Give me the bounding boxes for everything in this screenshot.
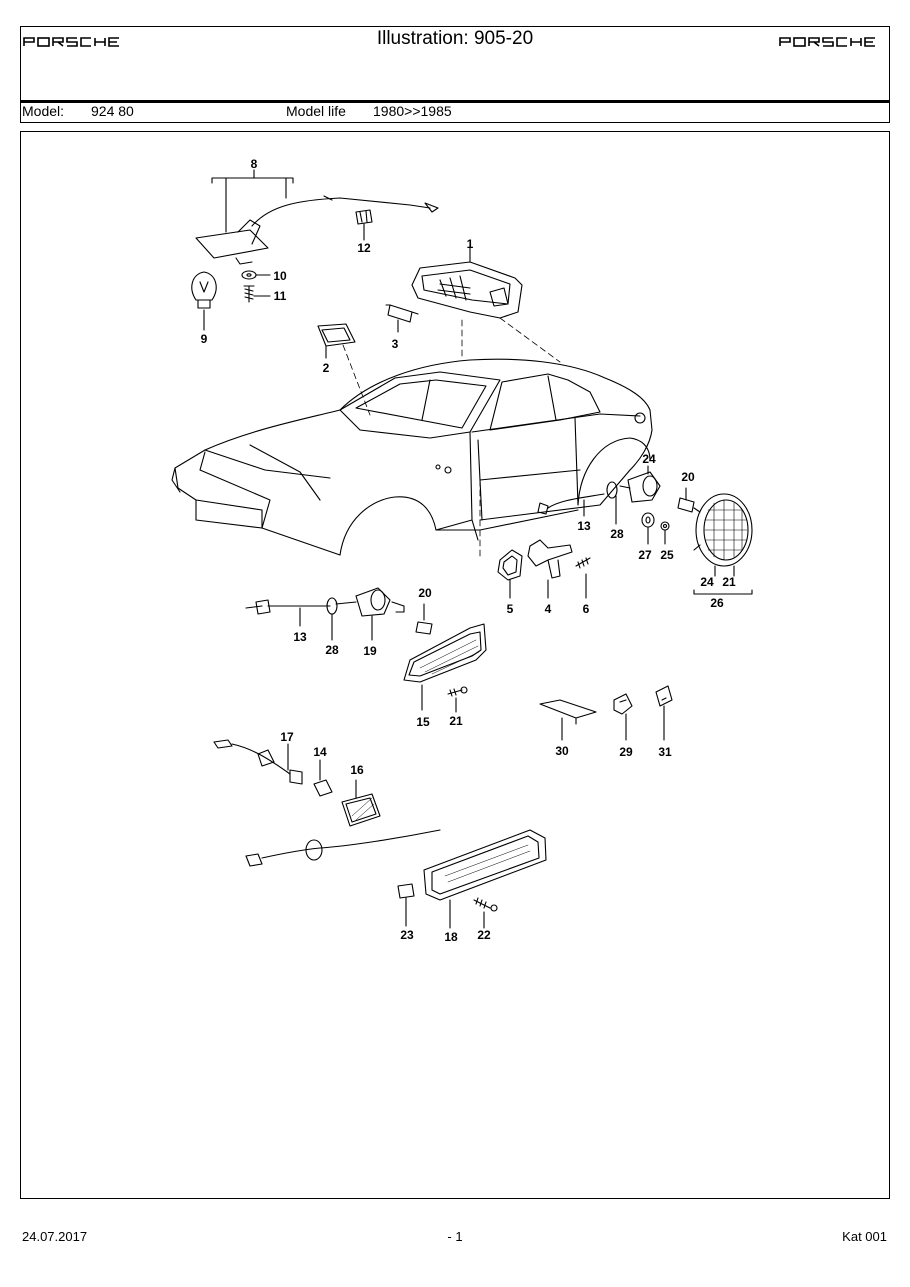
callout-26: 26 (710, 596, 724, 610)
callout-24-socket: 24 (642, 452, 656, 466)
part-1-lamp-housing (411, 244, 523, 319)
part-2-lens (317, 323, 356, 359)
model-life-value: 1980>>1985 (373, 103, 452, 119)
model-value: 924 80 (91, 103, 134, 119)
part-20-bulb-right (677, 487, 695, 513)
part-28-grommet-left (326, 597, 338, 641)
part-29-clip (613, 693, 633, 741)
callout-19: 19 (363, 644, 377, 658)
illustration-title: Illustration: 905-20 (376, 28, 534, 49)
callout-6: 6 (583, 602, 590, 616)
callout-23: 23 (400, 928, 414, 942)
part-5-gasket (497, 549, 523, 599)
part-25-nut (660, 521, 670, 545)
callout-11: 11 (274, 289, 287, 303)
callout-28-left: 28 (325, 643, 339, 657)
part-13-wire-left (245, 599, 331, 627)
callout-20-right: 20 (681, 470, 695, 484)
callout-17: 17 (280, 730, 294, 744)
part-17-wire (213, 739, 303, 785)
callout-16: 16 (350, 763, 364, 777)
model-label: Model: (22, 103, 65, 119)
part-22-screw (473, 897, 498, 929)
footer-date: 24.07.2017 (22, 1229, 88, 1244)
part-3-bulb (385, 304, 419, 333)
header-rule (20, 100, 890, 103)
part-23-nut (397, 883, 415, 927)
footer-page-number: - 1 (447, 1229, 463, 1244)
porsche-logo-left (23, 37, 119, 47)
porsche-logo-right (779, 37, 875, 47)
callout-30: 30 (555, 744, 569, 758)
callout-25: 25 (660, 548, 674, 562)
part-30-strip (539, 699, 597, 741)
part-20-bulb-left (415, 603, 433, 635)
callout-27: 27 (638, 548, 652, 562)
part-15-side-marker (403, 623, 487, 711)
car-body-drawing (171, 358, 653, 556)
callout-9: 9 (201, 332, 208, 346)
header-frame (20, 26, 890, 123)
part-8-license-light (195, 169, 439, 265)
callout-15: 15 (416, 715, 430, 729)
part-26-side-reflector (693, 493, 753, 595)
part-24-socket (619, 465, 661, 503)
part-6-screw (575, 557, 591, 599)
callout-13-left: 13 (293, 630, 307, 644)
part-13-wire-right (537, 493, 605, 517)
part-11-screw (243, 285, 271, 303)
callout-2: 2 (323, 361, 330, 375)
callout-21-reflector: 21 (722, 575, 736, 589)
callout-8: 8 (251, 157, 258, 171)
callout-24-reflector: 24 (700, 575, 714, 589)
model-life-label: Model life (286, 103, 346, 119)
part-4-holder (527, 539, 573, 599)
part-21-screw (447, 686, 468, 713)
part-12-grommet (355, 209, 373, 241)
callout-22: 22 (477, 928, 491, 942)
callout-10: 10 (273, 269, 287, 283)
callout-5: 5 (507, 602, 514, 616)
part-19-socket (335, 587, 405, 641)
callout-14: 14 (313, 745, 327, 759)
callout-3: 3 (392, 337, 399, 351)
part-27-grommet (641, 512, 655, 545)
callout-28-right: 28 (610, 527, 624, 541)
part-16-lens (341, 779, 381, 827)
callout-12: 12 (357, 241, 371, 255)
callout-18: 18 (444, 930, 458, 944)
callout-13-right: 13 (577, 519, 591, 533)
part-18-lamp (245, 829, 547, 929)
callout-4: 4 (545, 602, 552, 616)
callout-20-left: 20 (418, 586, 432, 600)
part-10-washer (241, 270, 271, 280)
part-28-grommet-right (606, 481, 618, 525)
part-31-clip (655, 685, 673, 741)
illustration-frame (20, 131, 890, 1199)
part-9-bulb (191, 271, 217, 331)
callout-21: 21 (449, 714, 463, 728)
callout-1: 1 (467, 237, 474, 251)
footer-catalog: Kat 001 (842, 1229, 887, 1244)
callout-29: 29 (619, 745, 633, 759)
callout-31: 31 (658, 745, 672, 759)
part-14-bulb-holder (313, 759, 333, 797)
